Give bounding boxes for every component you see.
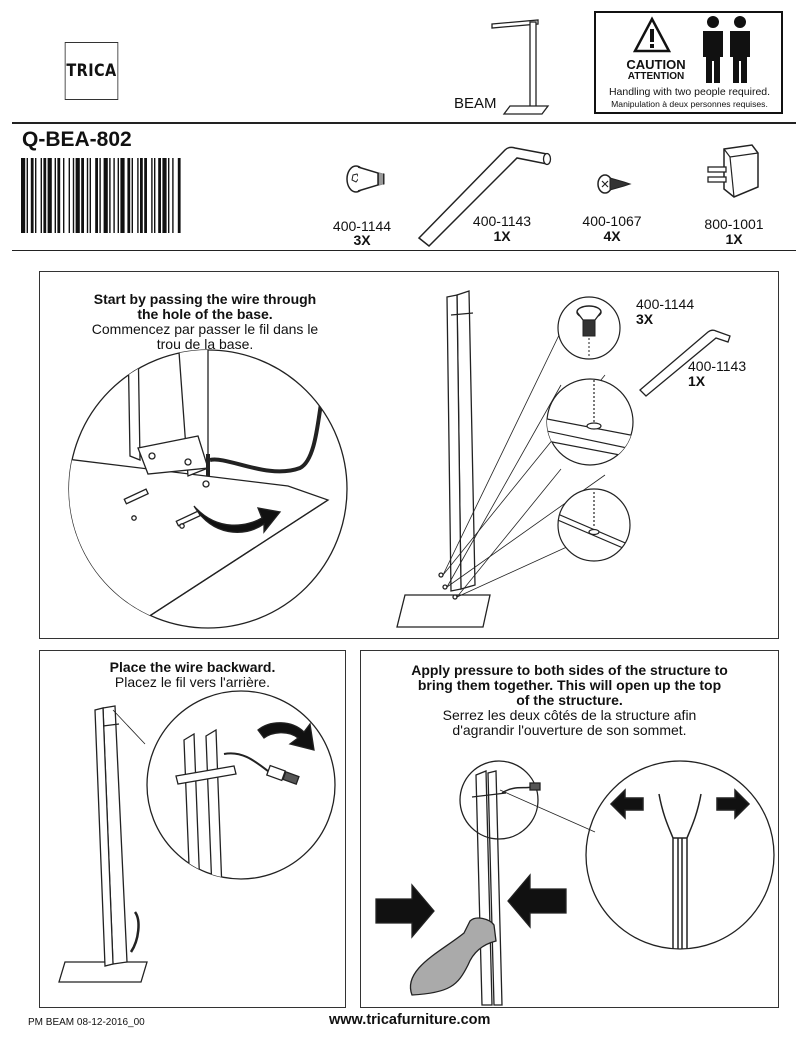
step2-instructions: Place the wire backward. Placez le fil v… [44,660,341,690]
part-number-3: 400-1067 [582,213,642,229]
step3-instructions: Apply pressure to both sides of the stru… [365,663,774,738]
part-qty-1: 3X [353,232,371,248]
trica-logo: TRICA [64,42,119,100]
part-qty-2: 1X [493,228,511,244]
step3-callout-connector [499,789,596,833]
step1-callout-part-number-2: 400-1143 [688,358,747,374]
step2-lamp-illustration [58,705,148,983]
step1-beam-assembly-illustration [396,290,616,628]
step2-fr-text: Placez le fil vers l'arrière. [114,674,271,690]
website-url[interactable]: www.tricafurniture.com [329,1012,491,1028]
caution-title: CAUTION [626,57,686,72]
caution-subtitle: ATTENTION [627,71,685,82]
step1-instructions: Start by passing the wire through the ho… [60,292,350,352]
step1-callout-part-number-1: 400-1144 [636,296,695,312]
two-people-icon [703,16,750,83]
step3-fr-line2: d'agrandir l'ouverture de son sommet. [452,722,687,738]
product-code: Q-BEA-802 [22,128,132,151]
warning-triangle-icon [632,16,672,53]
part-number-4: 800-1001 [704,216,764,232]
part-number-2: 400-1143 [472,213,532,229]
part-qty-4: 1X [725,231,743,247]
step1-bold-line1: Start by passing the wire through [93,291,317,307]
step1-fr-line2: trou de la base. [156,336,254,352]
step3-top-opening-detail-circle [585,760,775,950]
header-divider [12,122,796,124]
document-reference: PM BEAM 08-12-2016_00 [28,1017,145,1028]
step3-bold-line2: bring them together. This will open up t… [417,677,722,693]
part-number-1: 400-1144 [332,218,392,234]
parts-divider [12,250,796,251]
barcode [21,158,181,233]
step3-bold-line1: Apply pressure to both sides of the stru… [411,662,728,678]
step1-base-detail-illustration [68,349,348,629]
step2-bold-text: Place the wire backward. [109,659,276,675]
step1-callout-part-qty-2: 1X [688,373,706,389]
step1-callout-part-qty-1: 3X [636,311,654,327]
step1-screw-callout-circle [557,296,621,360]
step2-wire-detail-circle [146,690,336,880]
small-screw-icon [597,174,632,194]
caution-box [594,11,783,114]
step1-hole-callout-circle-1 [546,378,634,466]
step3-squeeze-illustration [375,760,567,1006]
part-qty-3: 4X [603,228,621,244]
screw-icon [346,165,385,193]
step1-hole-callout-circle-2 [557,488,631,562]
step1-fr-line1: Commencez par passer le fil dans le [91,321,319,337]
step3-bold-line3: of the structure. [516,692,623,708]
step3-fr-line1: Serrez les deux côtés de la structure af… [442,707,697,723]
caution-text-fr: Manipulation à deux personnes requises. [611,99,768,109]
allen-key-icon [417,146,552,248]
caution-text-en: Handling with two people required. [608,86,771,98]
beam-lamp-illustration [491,19,550,115]
step1-bold-line2: the hole of the base. [137,306,273,322]
power-adapter-icon [707,144,759,198]
beam-label: BEAM [454,95,497,112]
step1-allen-key-icon [639,329,731,397]
